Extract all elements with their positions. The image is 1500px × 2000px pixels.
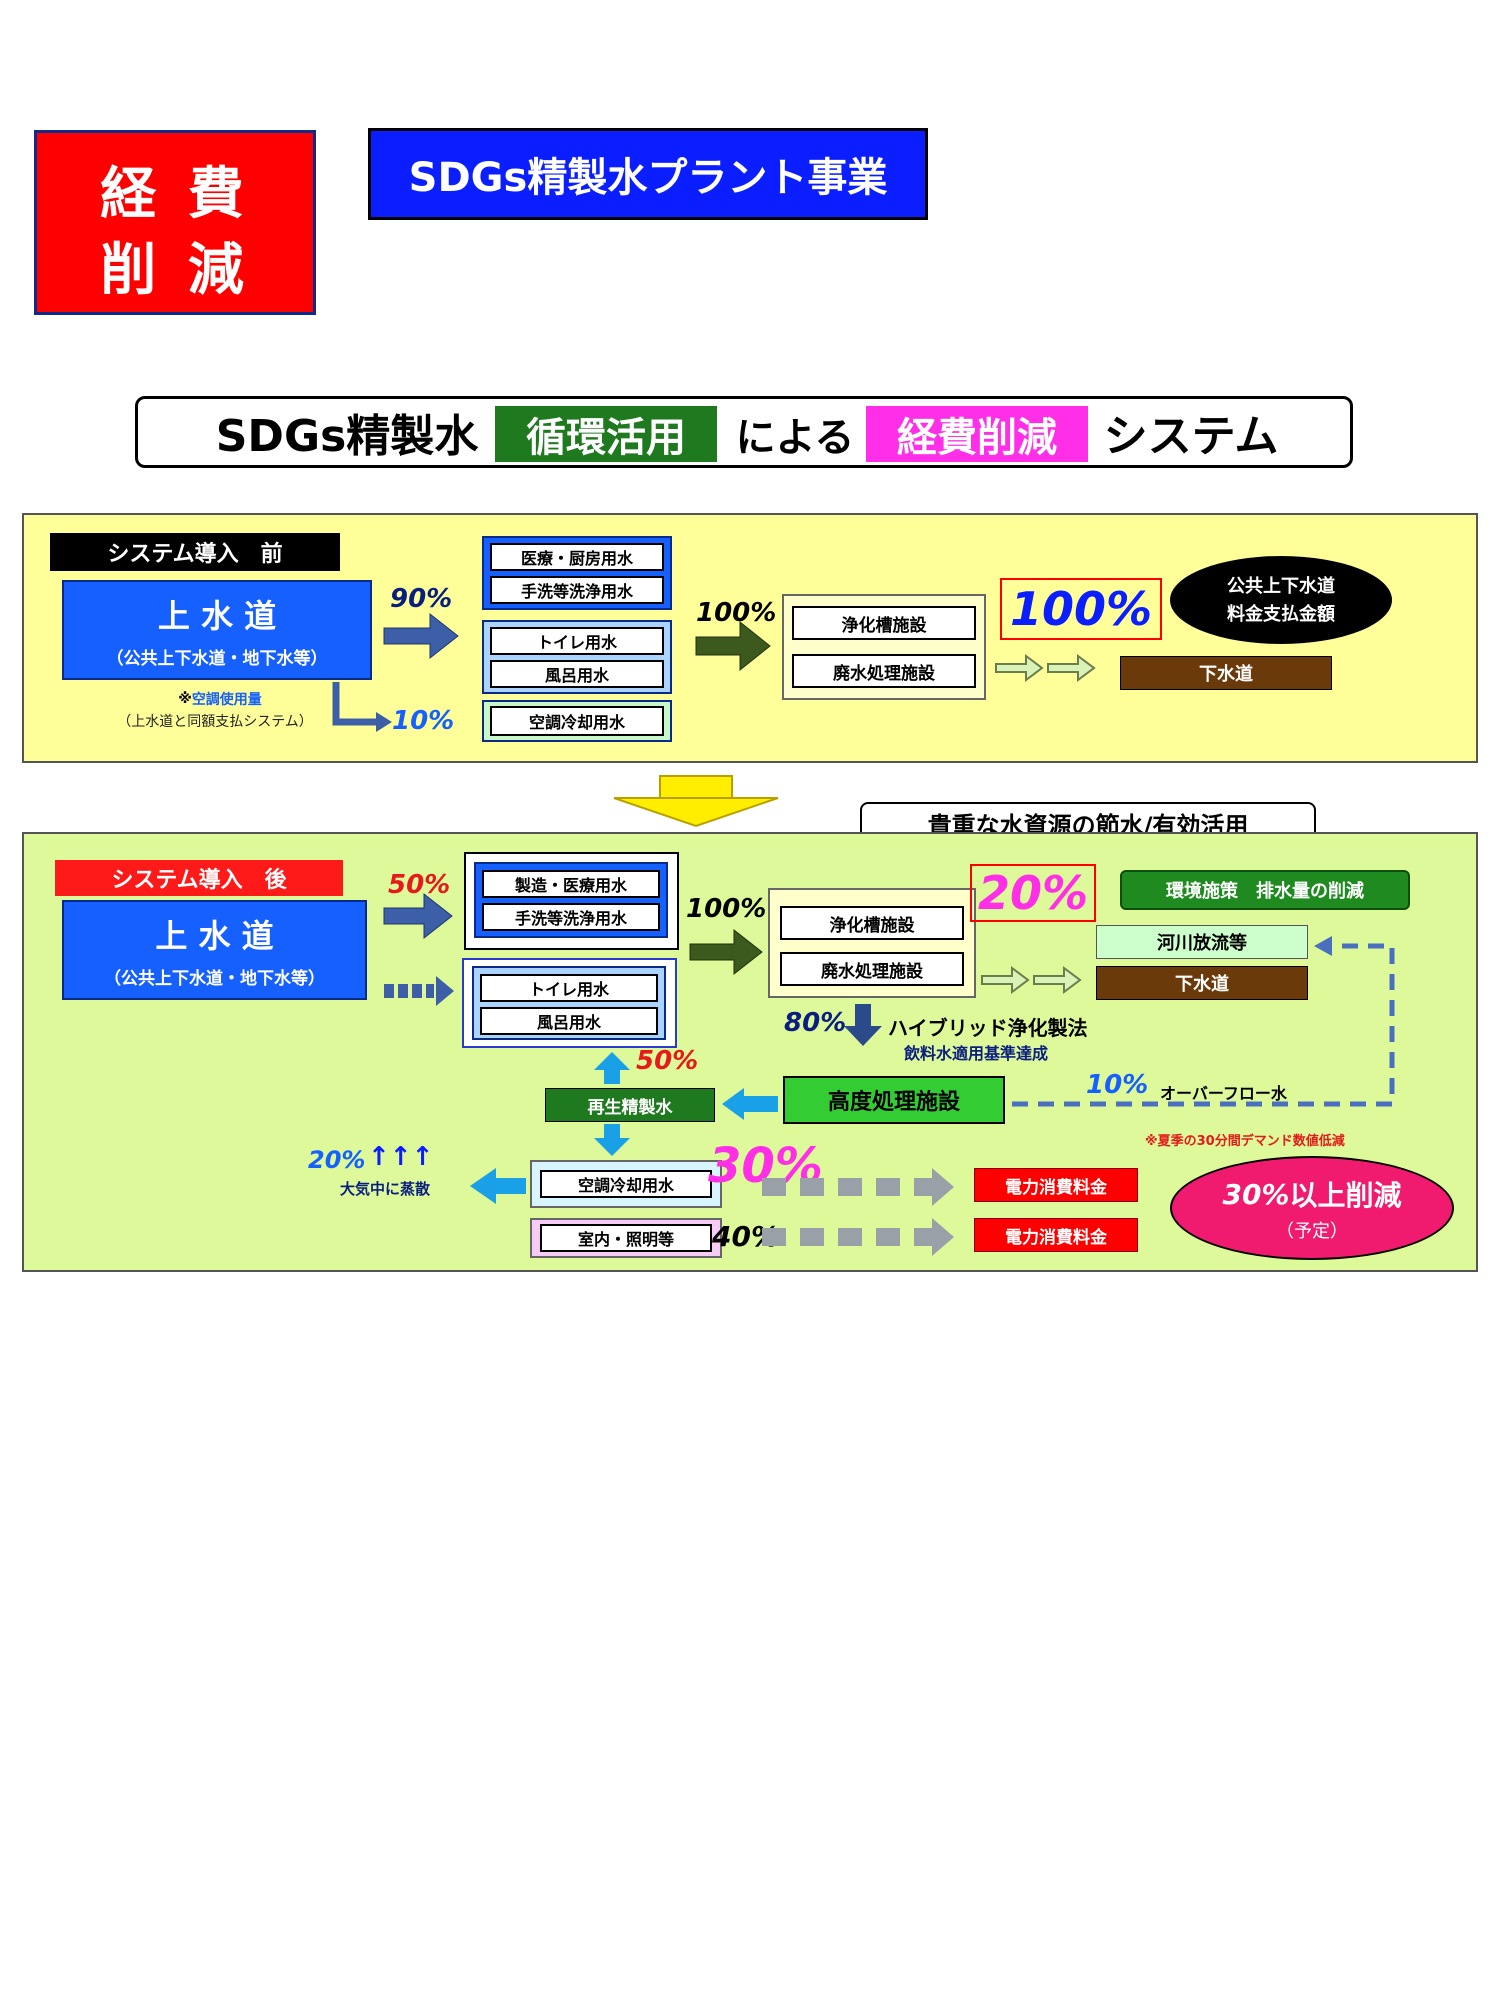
after-arrow-100 (689, 928, 763, 976)
before-use-toilet: トイレ用水 (490, 627, 664, 655)
after-septic-facility: 浄化槽施設 (780, 906, 964, 940)
reduction-text: 以上削減 (1289, 1179, 1402, 1212)
after-arrow-50 (383, 892, 453, 940)
system-banner (135, 396, 1353, 468)
after-arrow-recycled-up (594, 1052, 630, 1084)
before-arrow-out-1 (995, 654, 1044, 682)
banner-part1: SDGs精製水 (215, 411, 479, 462)
after-sewer: 下水道 (1096, 966, 1308, 1000)
after-arrow-80-down (844, 1004, 882, 1046)
transition-arrow (613, 797, 779, 828)
before-arrow-10 (332, 682, 378, 726)
after-use-manufacturing: 製造・医療用水 (482, 870, 660, 898)
after-arrow-evap (470, 1168, 526, 1204)
before-arrow-100 (695, 620, 771, 672)
after-arrow-power-1 (762, 1168, 954, 1206)
after-source-title: 上 水 道 (155, 917, 274, 955)
after-pct-50-recycle: 50% (636, 1046, 699, 1076)
after-indoor-lighting: 室内・照明等 (540, 1224, 712, 1252)
before-pct-100-big: 100% (1000, 578, 1162, 640)
after-arrow-recycled-down (594, 1124, 630, 1156)
before-arrow-90 (383, 612, 459, 660)
reduction-main: 30%以上削減 (1172, 1174, 1452, 1214)
after-source-sub: （公共上下水道・地下水等） (104, 968, 325, 989)
before-arrow-out-2 (1047, 654, 1096, 682)
after-use-toilet: トイレ用水 (480, 974, 658, 1002)
reduction-sub: （予定） (1276, 1221, 1348, 1242)
after-use-bath: 風呂用水 (480, 1007, 658, 1035)
cost-reduction-badge: 経 費 削 減 (34, 130, 316, 315)
before-use-handwash: 手洗等洗浄用水 (490, 576, 664, 604)
after-pct-overflow: 10% (1086, 1070, 1149, 1100)
after-arrow-dotted (384, 976, 454, 1006)
recycled-purified-water: 再生精製水 (545, 1088, 715, 1122)
after-pct-20: 20% (970, 864, 1096, 922)
overflow-dashed-loop (1012, 943, 1395, 1107)
transition-arrow-stem (659, 775, 733, 799)
before-septic-facility: 浄化槽施設 (792, 606, 976, 640)
power-fee-2: 電力消費料金 (974, 1218, 1138, 1252)
after-arrow-advanced-recycled (722, 1088, 778, 1120)
before-use-bath: 風呂用水 (490, 660, 664, 688)
before-water-source: 上 水 道 （公共上下水道・地下水等） (62, 580, 372, 680)
before-source-title: 上 水 道 (157, 597, 277, 635)
before-payment-line2: 料金支払金額 (1227, 604, 1335, 625)
hybrid-purification-sub: 飲料水適用基準達成 (904, 1044, 1049, 1063)
after-arrow-out-2 (1033, 966, 1082, 994)
before-note-line2: （上水道と同額支払システム） (117, 714, 313, 730)
before-payment-line1: 公共上下水道 (1227, 576, 1335, 597)
before-source-sub: （公共上下水道・地下水等） (106, 648, 328, 669)
overflow-dashed-head (1314, 936, 1332, 956)
after-river-discharge: 河川放流等 (1096, 925, 1308, 959)
before-sewer: 下水道 (1120, 656, 1332, 690)
banner-part4: 経費削減 (866, 406, 1088, 462)
before-arrow-10-head (376, 712, 392, 732)
env-policy-badge: 環境施策 排水量の削減 (1120, 870, 1410, 910)
after-pct-evap: 20% (308, 1146, 366, 1174)
hybrid-purification: ハイブリッド浄化製法 (888, 1016, 1088, 1040)
banner-part2: 循環活用 (495, 406, 717, 462)
banner-part5: システム (1103, 411, 1279, 462)
after-pct-50: 50% (388, 870, 451, 900)
before-note-ac: 空調使用量 (191, 692, 262, 708)
before-pct-10: 10% (392, 706, 455, 736)
evaporation-label: 大気中に蒸散 (340, 1180, 431, 1198)
cost-badge-line2: 削 減 (100, 237, 250, 303)
overflow-water: オーバーフロー水 (1160, 1084, 1287, 1103)
after-use-handwash: 手洗等洗浄用水 (482, 903, 660, 931)
evaporation-arrows: ↑↑↑ (368, 1142, 434, 1172)
power-fee-1: 電力消費料金 (974, 1168, 1138, 1202)
before-pct-100-treat: 100% (696, 598, 777, 628)
after-pct-100-treat: 100% (686, 894, 767, 924)
before-note-line1: ※空調使用量 (120, 688, 320, 710)
reduction-ellipse: 30%以上削減 （予定） (1170, 1156, 1454, 1260)
after-arrow-power-2 (762, 1218, 954, 1256)
after-water-source: 上 水 道 （公共上下水道・地下水等） (62, 900, 367, 1000)
summer-demand-note: ※夏季の30分間デマンド数値低減 (1145, 1134, 1345, 1149)
before-use-medical: 医療・厨房用水 (490, 543, 664, 571)
reduction-pct: 30% (1222, 1177, 1290, 1211)
after-ac-cooling: 空調冷却用水 (540, 1170, 712, 1198)
after-pct-80: 80% (784, 1008, 847, 1038)
business-title: SDGs精製水プラント事業 (368, 128, 928, 220)
before-wastewater-facility: 廃水処理施設 (792, 654, 976, 688)
before-pct-90: 90% (390, 584, 453, 614)
after-arrow-out-1 (981, 966, 1030, 994)
advanced-treatment-facility: 高度処理施設 (783, 1076, 1005, 1124)
banner-part3: による (735, 415, 855, 461)
before-use-ac: 空調冷却用水 (490, 706, 664, 736)
before-note-prefix: ※ (178, 691, 192, 707)
after-wastewater-facility: 廃水処理施設 (780, 952, 964, 986)
before-label: システム導入 前 (50, 533, 340, 571)
after-label: システム導入 後 (55, 860, 343, 896)
cost-badge-line1: 経 費 (100, 161, 250, 227)
before-payment-ellipse: 公共上下水道 料金支払金額 (1170, 556, 1392, 644)
